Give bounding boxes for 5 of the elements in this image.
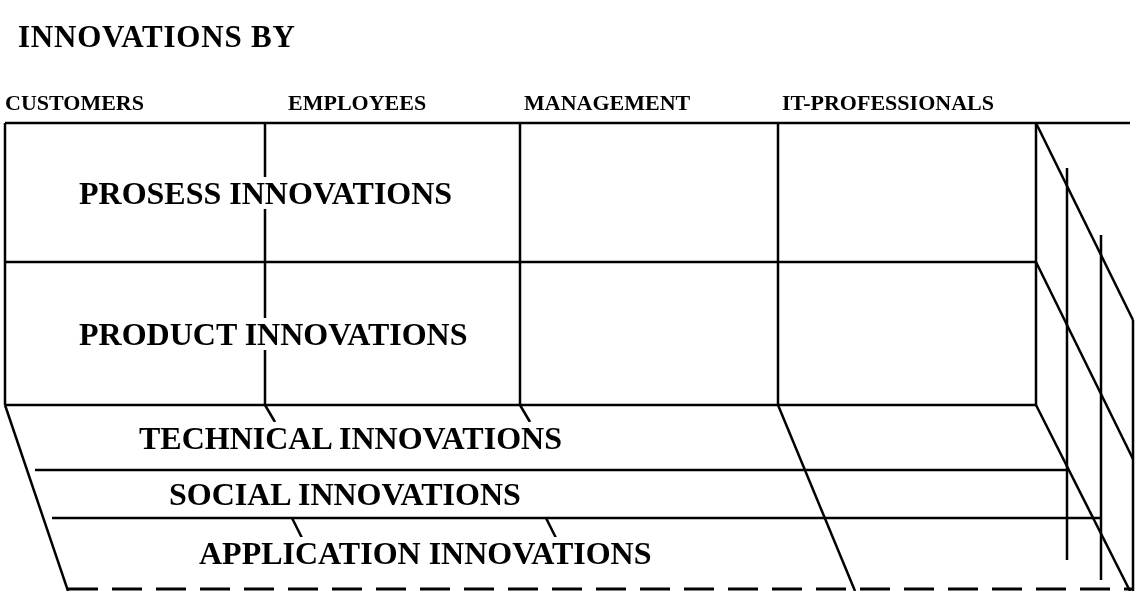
diagram-title: INNOVATIONS BY <box>18 18 296 56</box>
column-heading: EMPLOYEES <box>288 89 427 117</box>
column-heading: IT-PROFESSIONALS <box>782 89 994 117</box>
column-heading: CUSTOMERS <box>5 89 144 117</box>
column-heading: MANAGEMENT <box>524 89 691 117</box>
